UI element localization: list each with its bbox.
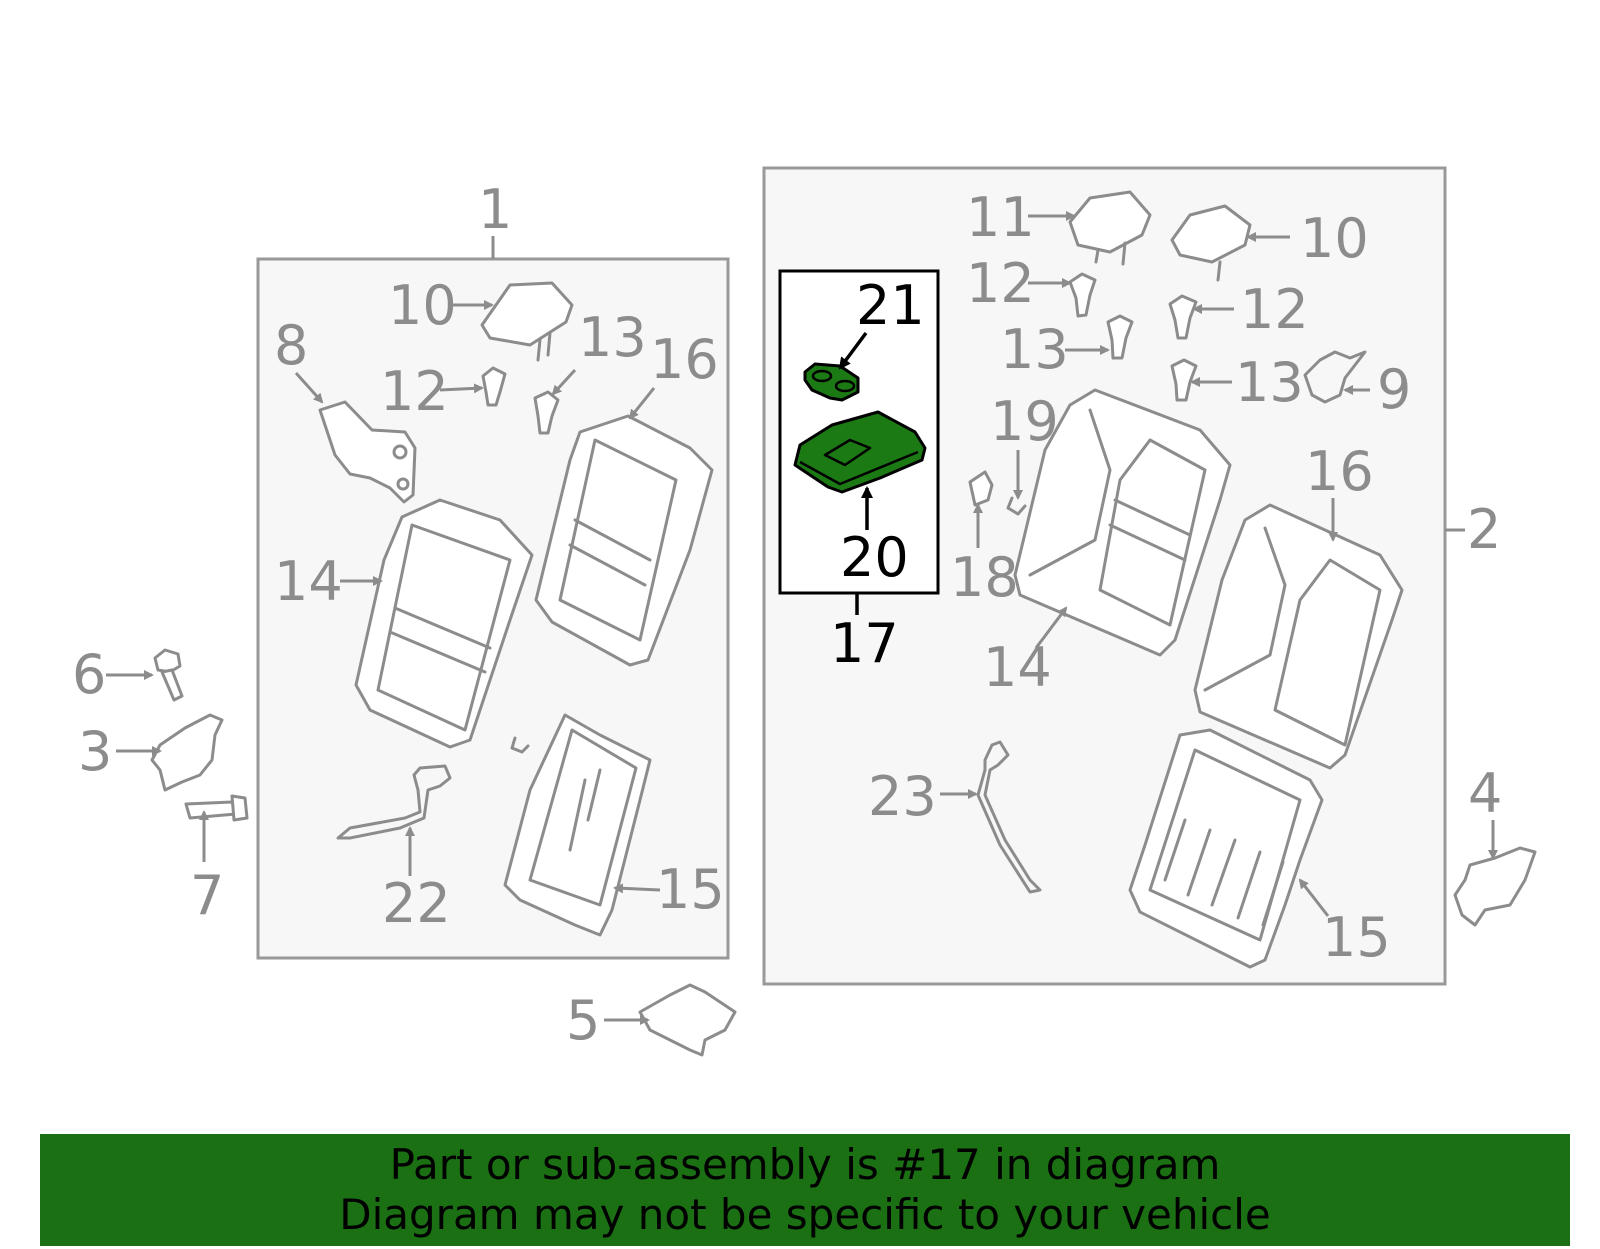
seatback-16-right: [1193, 503, 1404, 770]
callout-11: 11: [966, 186, 1035, 249]
clip-18: [968, 470, 994, 507]
callout-14-left: 14: [274, 550, 343, 613]
banner-line-1: Part or sub-assembly is #17 in diagram: [389, 1140, 1221, 1189]
bracket-8: [318, 400, 417, 504]
clip-left-13: [533, 390, 560, 435]
clip-right-12b: [1168, 294, 1198, 340]
seatback-14-left: [354, 498, 534, 749]
notice-banner: Part or sub-assembly is #17 in diagram D…: [40, 1134, 1570, 1246]
callout-22: 22: [382, 872, 451, 935]
callout-9: 9: [1377, 358, 1411, 421]
seatback-14-right: [1013, 388, 1232, 657]
clip-right-13b: [1170, 358, 1198, 402]
callout-15-left: 15: [656, 858, 725, 921]
clip-left-12: [481, 366, 507, 407]
clip-right-12a: [1068, 272, 1097, 318]
callout-19: 19: [990, 390, 1059, 453]
clip-19: [1006, 496, 1027, 516]
bolt-6: [153, 648, 184, 702]
cupholder-21[interactable]: [803, 362, 860, 402]
callout-20[interactable]: 20: [840, 526, 909, 589]
callout-12-left: 12: [380, 360, 449, 423]
seatback-16-left: [534, 414, 714, 667]
callout-18: 18: [950, 546, 1019, 609]
callout-17[interactable]: 17: [830, 612, 899, 675]
clip-9: [1303, 350, 1367, 404]
frame-15-right: [1128, 728, 1324, 969]
banner-line-2: Diagram may not be specific to your vehi…: [339, 1190, 1271, 1239]
callout-8: 8: [274, 314, 308, 377]
bracket-5: [638, 983, 737, 1057]
callout-10-right: 10: [1300, 207, 1369, 270]
callout-13-left: 13: [578, 306, 647, 369]
callout-2: 2: [1467, 498, 1501, 561]
callout-12-right-b: 12: [1240, 278, 1309, 341]
clip-right-13a: [1106, 314, 1134, 360]
callout-15-right: 15: [1322, 906, 1391, 969]
callout-1: 1: [478, 178, 512, 241]
latch-3: [150, 713, 224, 792]
callout-13-right-a: 13: [1000, 318, 1069, 381]
callout-3: 3: [78, 720, 112, 783]
bolt-7: [184, 794, 249, 822]
armrest-20[interactable]: [793, 410, 927, 494]
harness-22: [336, 764, 452, 840]
callout-13-right-b: 13: [1235, 351, 1304, 414]
callout-14-right: 14: [983, 636, 1052, 699]
callout-12-right-a: 12: [966, 252, 1035, 315]
bracket-4: [1453, 846, 1537, 927]
callout-7: 7: [190, 864, 224, 927]
callout-4: 4: [1468, 762, 1502, 825]
clip-small: [510, 736, 530, 754]
callout-6: 6: [72, 643, 106, 706]
callout-16-right: 16: [1305, 440, 1374, 503]
harness-23: [976, 740, 1042, 894]
headrest-11: [1068, 190, 1152, 266]
callout-5: 5: [566, 989, 600, 1052]
callout-10-left: 10: [388, 274, 457, 337]
callout-21[interactable]: 21: [856, 274, 925, 337]
headrest-left: [480, 281, 574, 362]
callout-23: 23: [868, 765, 937, 828]
callout-16-left: 16: [650, 328, 719, 391]
frame-15-left: [503, 713, 652, 937]
